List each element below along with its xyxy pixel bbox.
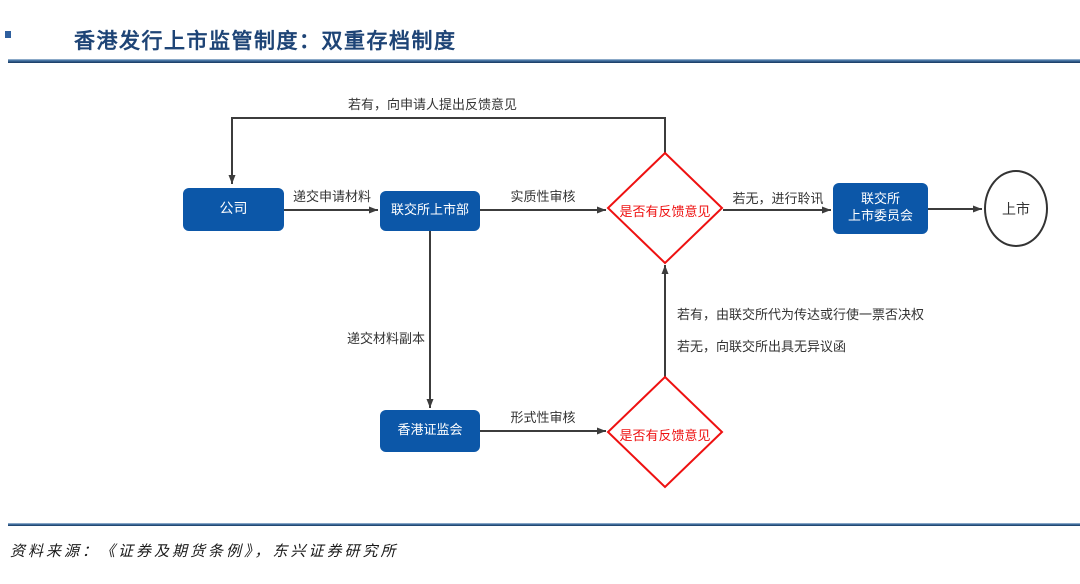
edge-label-formal-review: 形式性审核 [510,411,576,426]
node-company: 公司 [183,188,284,231]
decision-diamond-top [606,151,724,265]
edge-label-if-feedback-veto: 若有，由联交所代为传达或行使一票否决权 [677,308,925,323]
edge-label-no-feedback-hearing: 若无，进行聆讯 [732,192,824,207]
title-bullet-icon [5,31,11,38]
edge-label-submit-copy: 递交材料副本 [346,332,425,347]
source-note: 资料来源：《证券及期货条例》，东兴证券研究所 [10,544,399,560]
node-listing-committee-line1: 联交所 [860,191,900,207]
node-listed-circle: 上市 [984,170,1048,247]
edge-feedback-loop [228,117,666,184]
edge-label-substantive-review: 实质性审核 [510,190,576,205]
edge-label-if-no-feedback-letter: 若无，向联交所出具无异议函 [677,340,847,355]
decision-bottom-label: 是否有反馈意见 [619,429,711,444]
decision-top-label: 是否有反馈意见 [619,205,711,220]
edge-label-submit-application: 递交申请材料 [292,190,371,205]
edge-label-feedback-to-applicant: 若有，向申请人提出反馈意见 [347,98,517,113]
node-listing-committee: 联交所 上市委员会 [833,183,928,234]
page-title: 香港发行上市监管制度：双重存档制度 [74,29,457,53]
decision-diamond-bottom [606,375,724,489]
node-listing-committee-line2: 上市委员会 [847,208,913,224]
footer-divider [8,523,1080,526]
node-hk-sfc: 香港证监会 [380,410,480,452]
title-divider [8,59,1080,63]
node-listing-dept: 联交所上市部 [380,191,480,231]
